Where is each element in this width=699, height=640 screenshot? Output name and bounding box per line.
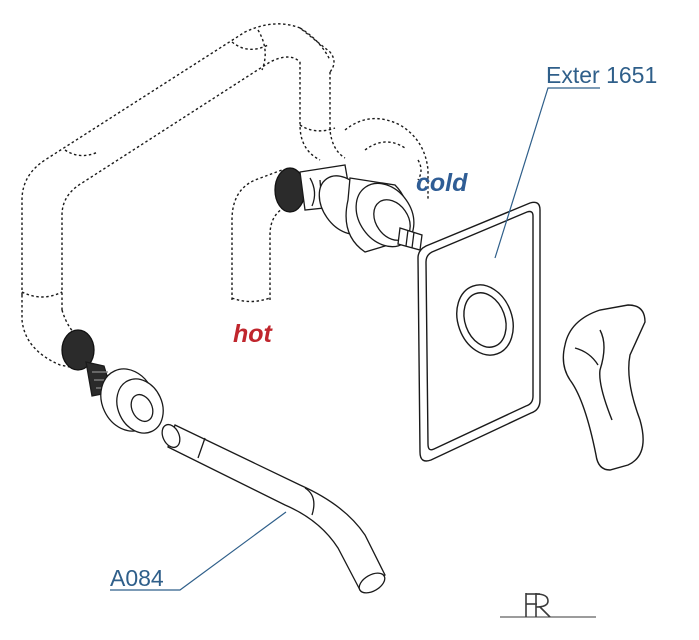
outlet-fitting: [61, 329, 164, 434]
cold-label: cold: [416, 169, 468, 197]
model-label-exter: Exter 1651: [546, 62, 658, 88]
leader-exter: [494, 87, 600, 259]
cover-plate: [417, 201, 541, 462]
model-label-a084: A084: [110, 565, 164, 591]
hot-label: hot: [233, 320, 272, 348]
handle-lever: [562, 304, 646, 471]
leader-a084: [110, 511, 287, 591]
mixer-cartridge: [274, 164, 423, 253]
leader-lines: [110, 87, 600, 591]
spout: [161, 423, 386, 594]
brand-logo: [500, 593, 596, 618]
